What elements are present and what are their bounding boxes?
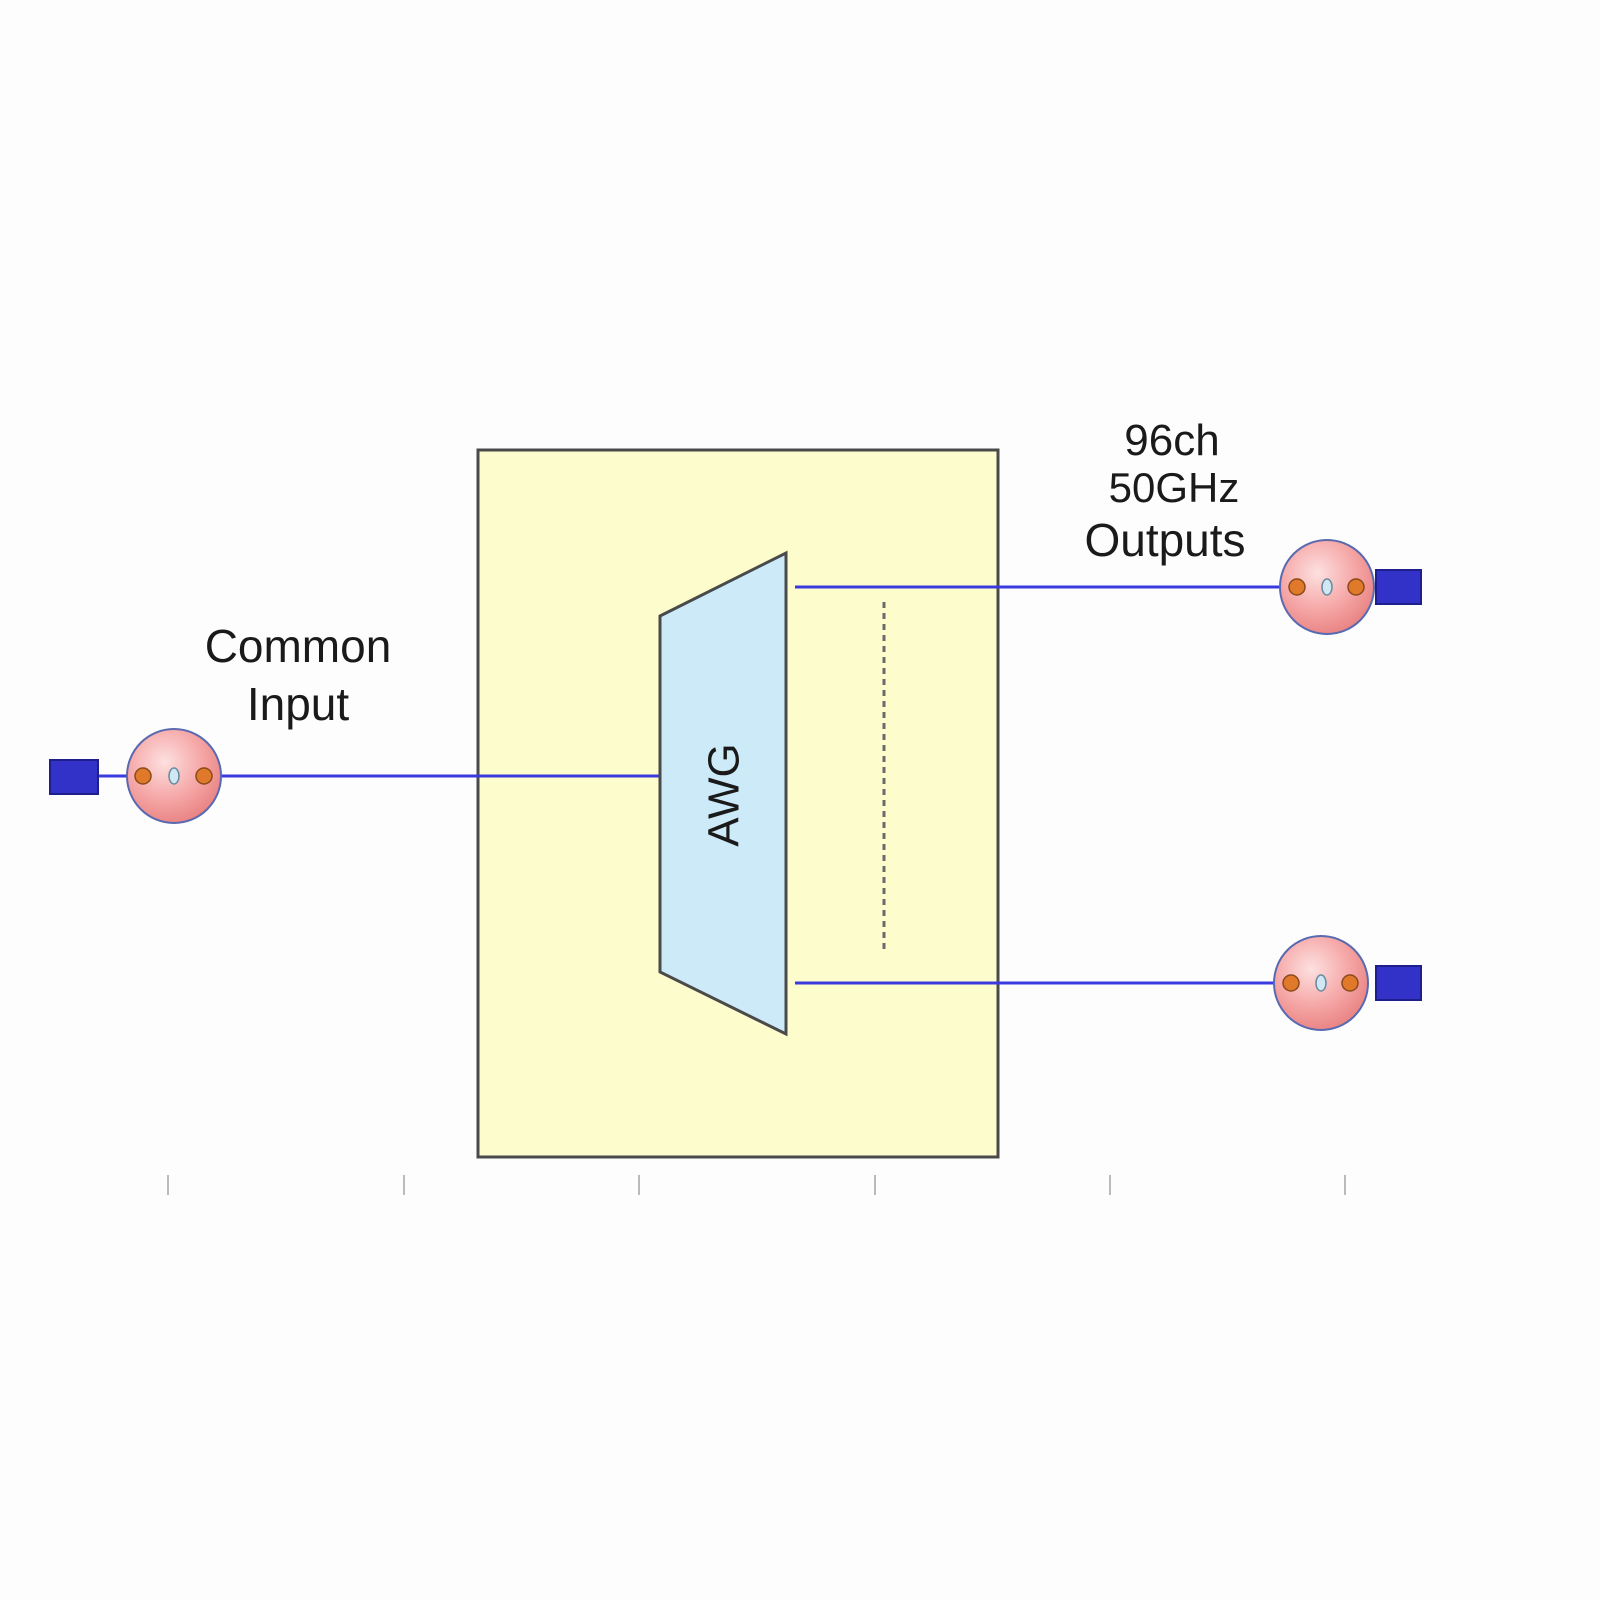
outputs-label-line3: Outputs (1084, 514, 1245, 566)
fiber-adapter-icon (1273, 935, 1369, 1031)
fiber-adapter-icon (1279, 539, 1375, 635)
common-input-label-line2: Input (247, 678, 350, 730)
fiber-adapter-icon (126, 728, 222, 824)
outputs-label-line1: 96ch (1124, 416, 1219, 465)
common-input-label-line1: Common (205, 620, 392, 672)
bottom-tick-marks (167, 1175, 1346, 1195)
outputs-label-line2: 50GHz (1109, 464, 1240, 511)
awg-block (658, 550, 788, 1037)
awg-label: AWG (700, 743, 749, 846)
lc-connector-icon (49, 759, 99, 795)
lc-connector-icon (1375, 965, 1422, 1001)
lc-connector-icon (1375, 569, 1422, 605)
